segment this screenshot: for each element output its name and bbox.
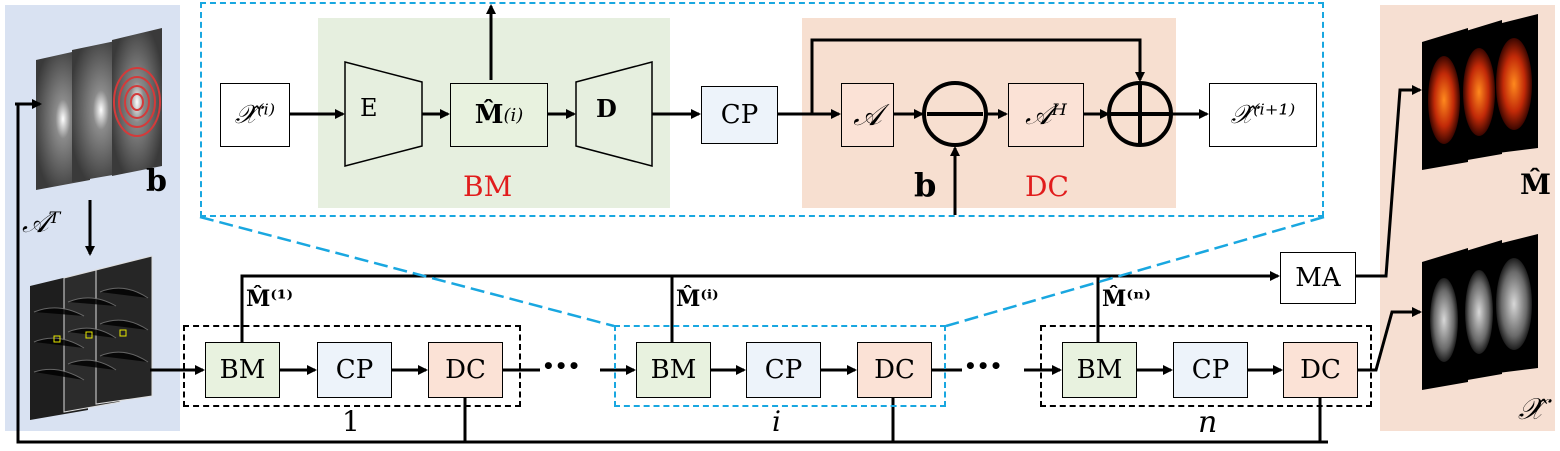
output-x-label: 𝒳̂⁽ⁱ⁺¹⁾	[1230, 99, 1296, 130]
stage-1-bm: BM	[205, 342, 280, 398]
stage-1-dc-label: DC	[445, 355, 486, 385]
stage-1-cp-label: CP	[335, 355, 374, 385]
iteration-detail-box	[200, 2, 1324, 217]
ma-box: MA	[1280, 252, 1356, 304]
m-1-label: M̂⁽¹⁾	[246, 286, 294, 312]
stage-1-bm-label: BM	[219, 355, 266, 385]
stage-i-index: i	[772, 405, 781, 438]
stage-i-cp-label: CP	[764, 355, 803, 385]
stage-n-dc: DC	[1283, 342, 1358, 398]
stage-n-index: n	[1198, 405, 1218, 440]
stage-n-group	[1040, 325, 1372, 407]
reconstructed-image-stack	[1422, 234, 1538, 390]
cp-detail-box: CP	[701, 86, 778, 144]
cp-detail-label: CP	[720, 100, 759, 130]
adjoint-operator-box: 𝒜ᴴ	[1008, 83, 1084, 147]
aliased-image-stack	[30, 255, 153, 420]
latent-m-box: M̂(i)	[450, 83, 548, 147]
latent-m-sup: (i)	[503, 104, 524, 126]
input-x-box: 𝒳̂⁽ⁱ⁾	[220, 83, 290, 147]
stage-i-cp: CP	[746, 342, 821, 398]
input-x-label: 𝒳̂⁽ⁱ⁾	[234, 99, 276, 130]
kspace-stack-image	[36, 28, 162, 190]
stage-1-group	[183, 325, 521, 407]
stage-i-bm: BM	[636, 342, 711, 398]
bm-caption: BM	[463, 170, 513, 203]
dc-caption: DC	[1025, 170, 1069, 203]
stage-n-cp-label: CP	[1191, 355, 1230, 385]
decoder-shape	[575, 61, 653, 167]
x-hat-output-label: 𝒳̂	[1518, 392, 1544, 427]
m-n-label: M̂⁽ⁿ⁾	[1102, 286, 1151, 312]
output-x-box: 𝒳̂⁽ⁱ⁺¹⁾	[1209, 83, 1317, 147]
m-i-label: M̂⁽ⁱ⁾	[676, 286, 719, 312]
stage-1-index: 1	[342, 405, 360, 438]
parameter-map-stack	[1422, 14, 1538, 170]
stage-1-cp: CP	[317, 342, 392, 398]
stage-i-bm-label: BM	[650, 355, 697, 385]
stage-i-group	[614, 325, 946, 407]
encoder-shape	[344, 61, 423, 167]
stage-n-bm: BM	[1062, 342, 1137, 398]
stage-n-dc-label: DC	[1300, 355, 1341, 385]
ma-label: MA	[1295, 263, 1341, 293]
stage-n-cp: CP	[1173, 342, 1248, 398]
adjoint-operator-label: 𝒜ᴴ	[1025, 98, 1067, 131]
stage-i-dc: DC	[857, 342, 932, 398]
stage-i-dc-label: DC	[874, 355, 915, 385]
ellipsis-1: •••	[542, 354, 581, 378]
stage-1-dc: DC	[428, 342, 503, 398]
forward-operator-box: 𝒜	[841, 83, 894, 147]
b-detail-label: b	[914, 166, 937, 204]
m-hat-output-label: M̂	[1520, 168, 1551, 201]
forward-operator-label: 𝒜	[853, 97, 882, 133]
ellipsis-2: •••	[964, 354, 1003, 378]
encoder-label: E	[360, 94, 378, 122]
stage-n-bm-label: BM	[1076, 355, 1123, 385]
latent-m-label: M̂	[474, 100, 504, 130]
b-measurement-label: b	[146, 164, 167, 199]
a-transpose-label: 𝒜ᵀ	[22, 206, 61, 239]
decoder-label: D	[596, 94, 617, 123]
